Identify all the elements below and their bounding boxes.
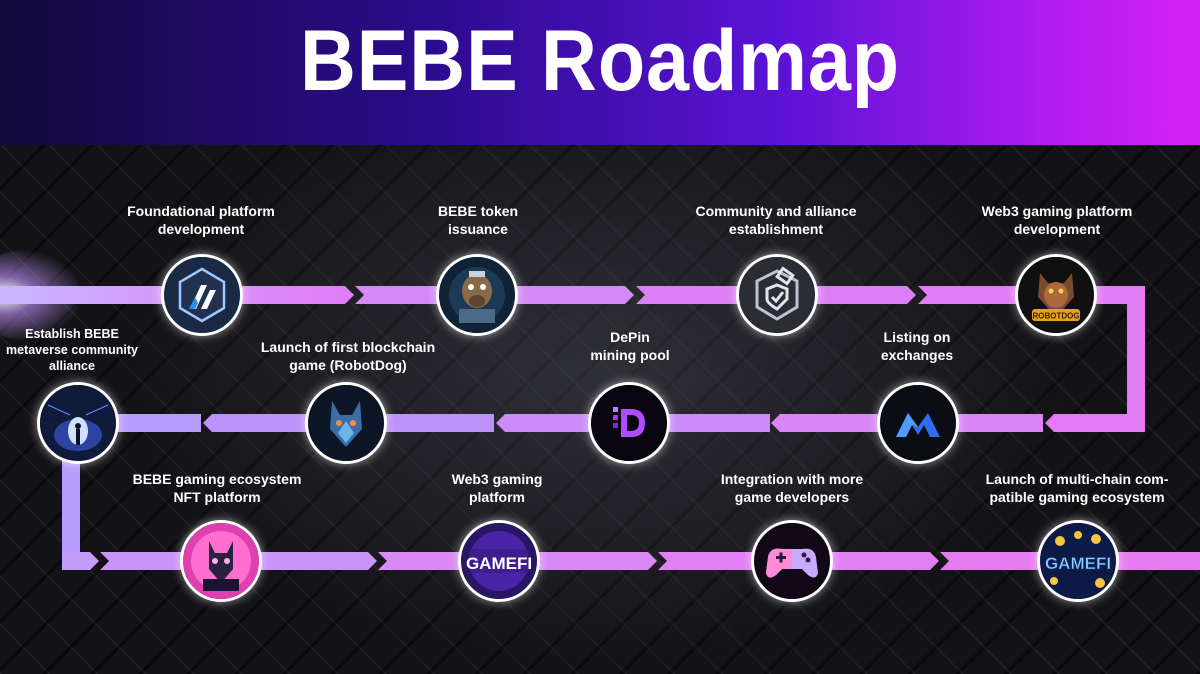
robot-dog-token-icon <box>436 254 518 336</box>
path-turn-right <box>1127 286 1145 432</box>
milestone-label-listing: Listing on exchanges <box>880 329 954 363</box>
nft-dog-icon <box>180 520 262 602</box>
arbitrum-logo-icon <box>161 254 243 336</box>
gamepad-icon <box>751 520 833 602</box>
exchange-logo-icon <box>877 382 959 464</box>
milestone-label-token: BEBE token issuance <box>437 203 519 237</box>
robotdog-badge-icon: ROBOTDOG <box>1015 254 1097 336</box>
gamefi-coins-text: GAMEFI <box>1045 554 1111 573</box>
gamefi-text: GAMEFI <box>466 554 532 573</box>
gamefi-icon: GAMEFI <box>458 520 540 602</box>
milestone-label-robotdog-game: Launch of first blockchain game (RobotDo… <box>260 339 436 373</box>
path-arrow-5 <box>1045 414 1145 432</box>
path-arrow-10 <box>62 552 99 570</box>
page-title: BEBE Roadmap <box>299 13 900 109</box>
metaverse-portal-icon <box>37 382 119 464</box>
milestone-label-multichain: Launch of multi-chain com- patible gamin… <box>985 471 1169 505</box>
cyber-dog-icon <box>305 382 387 464</box>
shield-alliance-icon <box>736 254 818 336</box>
milestone-label-metaverse: Establish BEBE metaverse community allia… <box>5 327 139 373</box>
gamefi-coins-icon: GAMEFI <box>1037 520 1119 602</box>
milestone-label-integration: Integration with more game developers <box>720 471 864 505</box>
milestone-label-nft: BEBE gaming ecosystem NFT platform <box>132 471 302 505</box>
milestone-label-web3-dev: Web3 gaming platform development <box>981 203 1133 237</box>
milestone-label-community: Community and alliance establishment <box>695 203 857 237</box>
milestone-label-foundational: Foundational platform development <box>127 203 275 237</box>
badge-text: ROBOTDOG <box>1032 312 1079 321</box>
milestone-label-web3-platform: Web3 gaming platform <box>451 471 543 505</box>
depin-logo-icon <box>588 382 670 464</box>
header-banner: BEBE Roadmap <box>0 0 1200 145</box>
milestone-label-depin: DePin mining pool <box>590 329 670 363</box>
